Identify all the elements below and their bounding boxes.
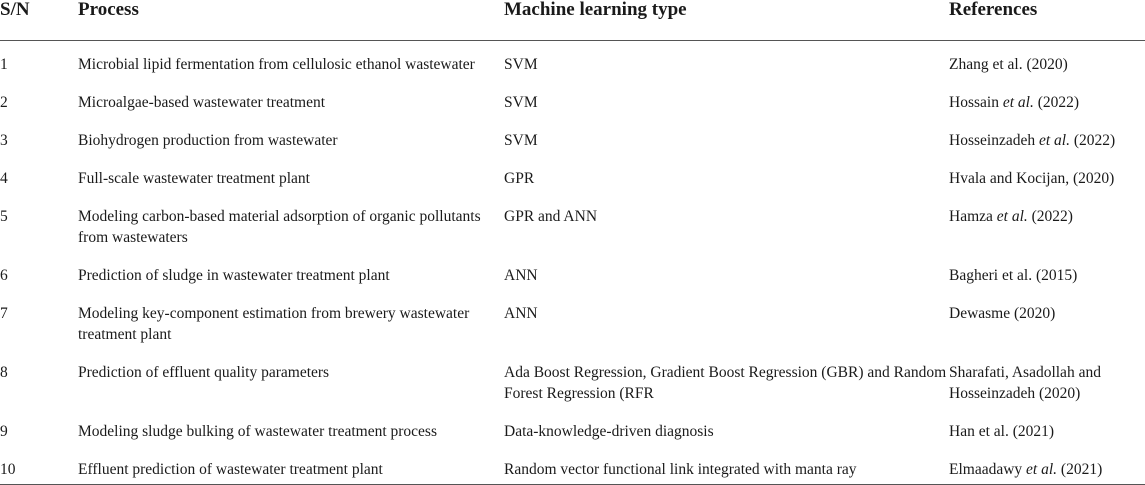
row-ml-type: GPR (504, 170, 535, 187)
reference-author: Dewasme (2020) (949, 305, 1056, 322)
reference-author: Zhang et al. (2020) (949, 56, 1068, 73)
reference-et-al: et al. (996, 208, 1028, 225)
row-ml-type: Data-knowledge-driven diagnosis (504, 423, 714, 440)
reference-year: (2022) (1033, 94, 1080, 111)
table-header: S/N Process Machine learning type Refere… (0, 0, 1145, 41)
reference-year: (2022) (1027, 208, 1073, 225)
row-reference: Elmaadawy et al. (2021) (949, 446, 1145, 485)
table-body: 1 Microbial lipid fermentation from cellu… (0, 41, 1145, 485)
row-process: Full-scale wastewater treatment plant (78, 170, 310, 187)
table-row: 3 Biohydrogen production from wastewater S… (0, 117, 1145, 155)
row-ml-type: SVM (504, 56, 538, 73)
reference-et-al: et al. (1002, 94, 1034, 111)
header-ml-type: Machine learning type (504, 0, 687, 20)
table-row: 8 Prediction of effluent quality paramete… (0, 349, 1145, 408)
row-process: Modeling key-component estimation from b… (78, 305, 470, 343)
reference-author: Bagheri et al. (2015) (949, 267, 1078, 284)
row-process: Biohydrogen production from wastewater (78, 132, 338, 149)
row-ml-type: SVM (504, 132, 538, 149)
table-row: 7 Modeling key-component estimation from … (0, 290, 1145, 349)
reference-author: Elmaadawy (949, 461, 1027, 478)
row-ml-type: ANN (504, 305, 538, 322)
table-row: 2 Microalgae-based wastewater treatment SV… (0, 79, 1145, 117)
table-row: 10 Effluent prediction of wastewater trea… (0, 446, 1145, 485)
header-row: S/N Process Machine learning type Refere… (0, 0, 1145, 41)
header-sn: S/N (0, 0, 30, 20)
reference-author: Han et al. (2021) (949, 423, 1055, 440)
row-ml-type: ANN (504, 267, 538, 284)
row-process: Effluent prediction of wastewater treatm… (78, 461, 383, 478)
row-reference: Hamza et al. (2022) (949, 193, 1145, 252)
row-sn: 3 (0, 132, 8, 149)
row-sn: 2 (0, 94, 8, 111)
row-process: Modeling carbon-based material adsorptio… (78, 208, 481, 246)
reference-year: (2022) (1069, 132, 1116, 149)
row-sn: 9 (0, 423, 8, 440)
row-ml-type: GPR and ANN (504, 208, 598, 225)
row-sn: 4 (0, 170, 8, 187)
row-reference: Hossain et al. (2022) (949, 79, 1145, 117)
header-references: References (949, 0, 1038, 20)
row-ml-type: Ada Boost Regression, Gradient Boost Reg… (504, 364, 947, 402)
table-row: 6 Prediction of sludge in wastewater trea… (0, 252, 1145, 290)
reference-author: Hossain (949, 94, 1003, 111)
table-row: 4 Full-scale wastewater treatment plant GP… (0, 155, 1145, 193)
row-process: Prediction of sludge in wastewater treat… (78, 267, 390, 284)
table-row: 9 Modeling sludge bulking of wastewater t… (0, 408, 1145, 446)
row-process: Prediction of effluent quality parameter… (78, 364, 330, 381)
row-sn: 1 (0, 56, 8, 73)
header-process: Process (78, 0, 139, 20)
row-sn: 10 (0, 461, 16, 478)
row-sn: 8 (0, 364, 8, 381)
row-reference: Dewasme (2020) (949, 290, 1145, 349)
row-reference: Zhang et al. (2020) (949, 41, 1145, 80)
reference-year: (2021) (1057, 461, 1103, 478)
row-reference: Hosseinzadeh et al. (2022) (949, 117, 1145, 155)
row-sn: 7 (0, 305, 8, 322)
row-process: Modeling sludge bulking of wastewater tr… (78, 423, 437, 440)
table-row: 5 Modeling carbon-based material adsorpti… (0, 193, 1145, 252)
row-reference: Hvala and Kocijan, (2020) (949, 155, 1145, 193)
row-reference: Bagheri et al. (2015) (949, 252, 1145, 290)
reference-author: Hosseinzadeh (949, 132, 1039, 149)
reference-author: Sharafati, Asadollah and Hosseinzadeh (2… (949, 364, 1101, 402)
row-ml-type: SVM (504, 94, 538, 111)
row-process: Microalgae-based wastewater treatment (78, 94, 326, 111)
reference-et-al: et al. (1026, 461, 1058, 478)
row-process: Microbial lipid fermentation from cellul… (78, 56, 475, 73)
row-sn: 6 (0, 267, 8, 284)
row-sn: 5 (0, 208, 8, 225)
row-reference: Sharafati, Asadollah and Hosseinzadeh (2… (949, 349, 1145, 408)
reference-author: Hamza (949, 208, 997, 225)
row-ml-type: Random vector functional link integrated… (504, 461, 857, 478)
reference-author: Hvala and Kocijan, (2020) (949, 170, 1115, 187)
row-reference: Han et al. (2021) (949, 408, 1145, 446)
table-row: 1 Microbial lipid fermentation from cellu… (0, 41, 1145, 80)
reference-et-al: et al. (1038, 132, 1070, 149)
